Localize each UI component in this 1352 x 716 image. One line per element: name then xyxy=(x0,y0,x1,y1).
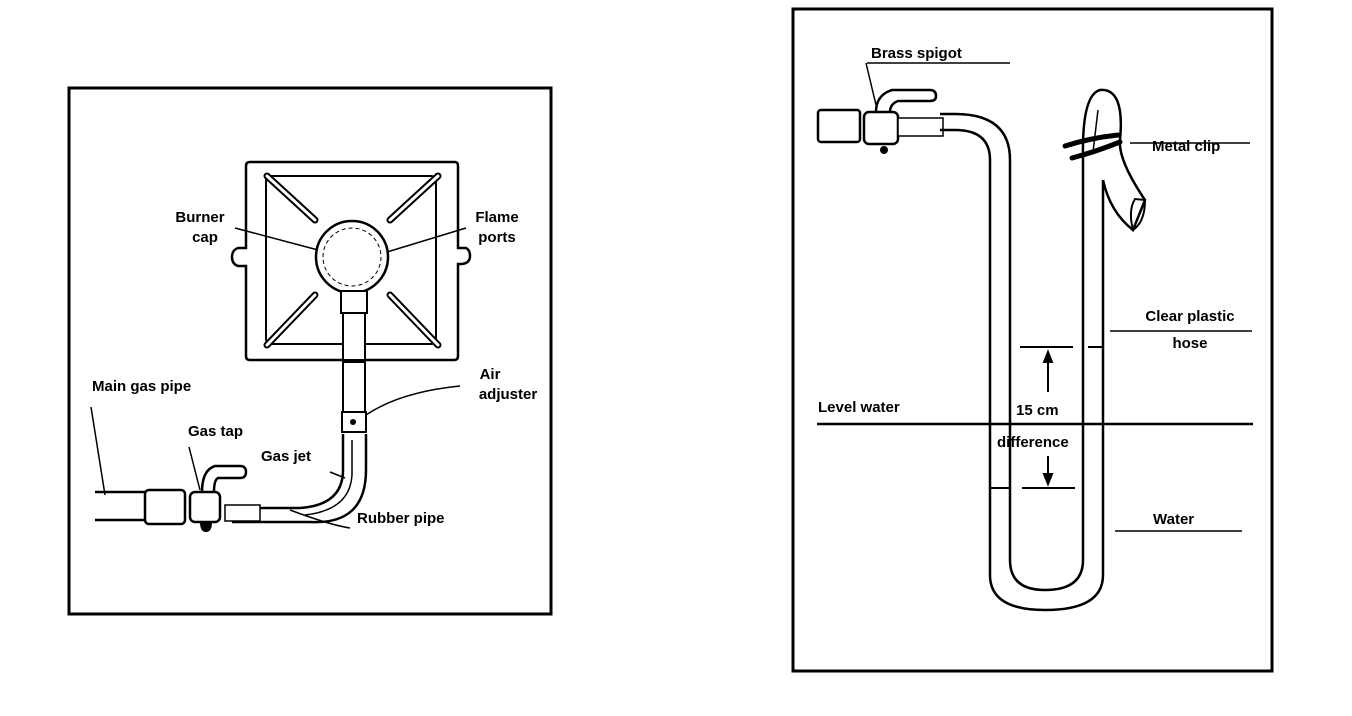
label-level-water: Level water xyxy=(818,399,900,416)
label-measure-difference: difference xyxy=(997,434,1069,451)
label-flame-ports-line2: ports xyxy=(478,229,516,246)
label-clear-plastic-hose-line2: hose xyxy=(1172,335,1207,352)
metal-clip xyxy=(1062,132,1123,161)
label-flame-ports-line1: Flame xyxy=(475,209,518,226)
leader-lines xyxy=(90,227,467,529)
gas-piping xyxy=(95,434,368,532)
label-air-adjuster-line1: Air xyxy=(480,366,501,383)
gas-tap xyxy=(188,490,222,524)
label-burner-cap-line2: cap xyxy=(192,229,218,246)
label-main-gas-pipe: Main gas pipe xyxy=(92,378,191,395)
label-brass-spigot: Brass spigot xyxy=(871,45,962,62)
brass-spigot xyxy=(816,88,944,154)
label-air-adjuster-line2: adjuster xyxy=(479,386,538,403)
label-metal-clip: Metal clip xyxy=(1152,138,1220,155)
label-gas-tap: Gas tap xyxy=(188,423,243,440)
label-water: Water xyxy=(1153,511,1194,528)
label-rubber-pipe: Rubber pipe xyxy=(357,510,445,527)
left-frame xyxy=(67,86,553,616)
gas-stove-figure: Burner cap Flame ports Air adjuster Main… xyxy=(67,86,553,616)
measurement-marks xyxy=(817,346,1253,489)
leader-lines xyxy=(865,62,1252,532)
hose-fitting xyxy=(224,504,261,522)
right-frame xyxy=(791,7,1274,673)
burner xyxy=(314,219,390,433)
label-burner-cap-line1: Burner xyxy=(175,209,224,226)
clear-plastic-hose xyxy=(940,88,1147,612)
label-gas-jet: Gas jet xyxy=(261,448,311,465)
label-measure-value: 15 cm xyxy=(1016,402,1059,419)
label-clear-plastic-hose-line1: Clear plastic xyxy=(1145,308,1234,325)
water-level-figure: Brass spigot Metal clip Clear plastic ho… xyxy=(791,7,1274,673)
